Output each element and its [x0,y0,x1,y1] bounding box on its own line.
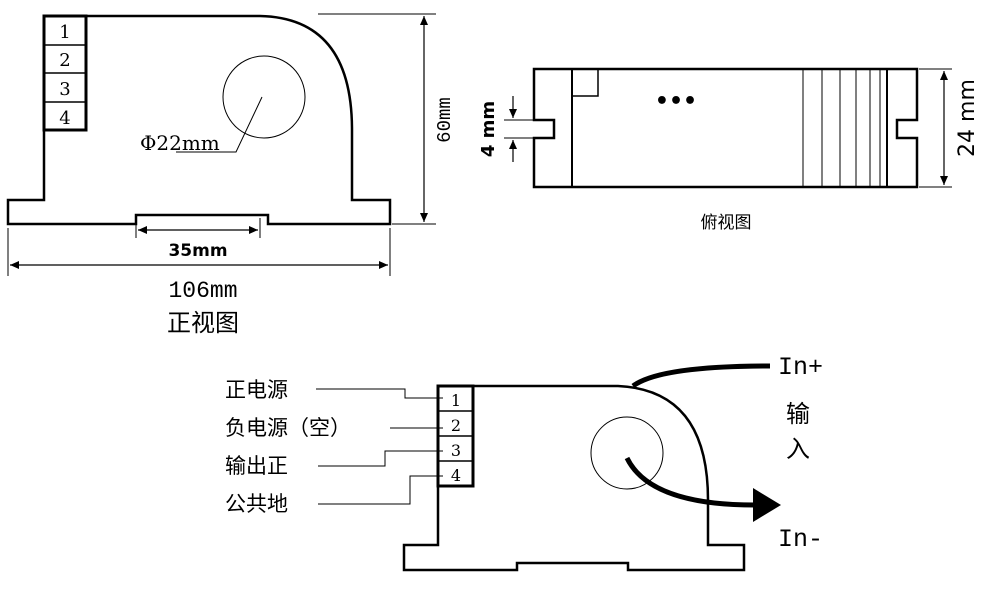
front-pin-1: 1 [59,22,70,43]
depth-dimension: 24 mm [919,68,980,188]
input-minus-label: In- [778,525,823,554]
width-dimension: 106mm [7,228,391,304]
current-direction-arrow [753,488,781,522]
front-view-body-outline [6,14,392,226]
top-view-dots: ••• [655,89,697,114]
input-label-char-1: 输 [786,400,810,428]
top-view-pin-marker [571,68,599,97]
front-view: Φ22mm 1 2 3 4 60mm 35mm 106m [6,13,456,337]
top-view-caption: 俯视图 [701,213,752,233]
top-view-body-outline [532,67,919,189]
wiring-pin-4: 4 [451,466,461,485]
pin-label-output-positive: 输出正 [225,454,288,478]
wiring-pin-block: 1 2 3 4 [436,384,475,488]
top-view-stripes [802,69,881,187]
input-wire-through [624,456,756,508]
rail-dimension-label: 35mm [168,241,227,261]
front-pin-block: 1 2 3 4 [42,14,88,132]
wiring-pin-1: 1 [451,391,461,410]
hole-diameter-label: Φ22mm [140,131,220,155]
width-dimension-label: 106mm [168,278,237,304]
wiring-body-outline [402,384,746,572]
slot-dimension: 4 mm [478,96,536,162]
front-view-caption: 正视图 [167,309,239,337]
input-wire-in [631,363,771,389]
wiring-pin-2: 2 [451,416,461,435]
pin-label-negative-power: 负电源（空） [225,416,351,440]
input-label-char-2: 入 [786,435,810,463]
rail-dimension: 35mm [135,218,261,261]
pin-label-positive-power: 正电源 [225,378,288,402]
wiring-pin-3: 3 [451,441,461,460]
depth-dimension-label: 24 mm [955,79,980,157]
front-pin-4: 4 [59,108,70,129]
pin-leader-lines [316,388,443,505]
height-dimension-label: 60mm [434,97,456,143]
front-pin-3: 3 [59,79,70,100]
top-view: ••• 4 mm 24 mm 俯视图 [478,67,980,233]
wiring-diagram: 1 2 3 4 正电源 负电源（空） 输出正 公共地 In+ In- 输 入 [225,353,823,572]
front-view-hole [222,55,306,139]
input-plus-label: In+ [778,353,823,382]
pin-label-common-ground: 公共地 [225,492,288,516]
front-pin-2: 2 [59,50,70,71]
height-dimension: 60mm [318,13,456,225]
wiring-hole [590,416,664,490]
hole-leader-line [176,96,263,153]
slot-dimension-label: 4 mm [478,101,499,157]
